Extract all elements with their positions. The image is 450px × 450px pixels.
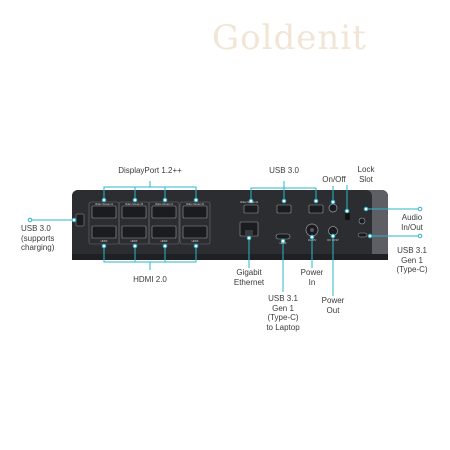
usb30-top-label: USB 3.0	[269, 166, 299, 175]
watermark-logo: Goldenit	[212, 18, 367, 58]
usb31-right-port	[357, 232, 368, 238]
usb30-charging-port	[75, 213, 85, 227]
video-stream-c-label: Video Stream C	[155, 202, 173, 206]
video-stream-b-label: Video Stream B	[125, 202, 143, 206]
power-button	[328, 203, 338, 213]
audio-jack	[358, 217, 366, 225]
displayport-ports	[91, 205, 208, 219]
video-stream-e-label: Video Stream E	[240, 200, 258, 204]
power-in-text: 19-20V	[308, 238, 317, 242]
usb30-ports	[243, 204, 324, 214]
hdmi-e-label: HDMI	[280, 241, 287, 245]
usb31-laptop-port	[275, 233, 291, 240]
hdmi-label-4: HDMI	[192, 239, 199, 243]
lock-slot	[345, 213, 350, 220]
hdmi-label-2: HDMI	[131, 239, 138, 243]
hdmi-ports	[91, 225, 208, 239]
video-stream-d-label: Video Stream D	[186, 202, 204, 206]
power-out-text: DC 19.5V	[327, 238, 339, 242]
video-stream-a-label: Video Stream A	[95, 202, 113, 206]
onoff-label: On/Off	[322, 175, 346, 184]
hdmi-label-1: HDMI	[101, 239, 108, 243]
displayport-label: DisplayPort 1.2++	[118, 166, 182, 175]
hdmi-label: HDMI 2.0	[133, 275, 167, 284]
hdmi-label-3: HDMI	[161, 239, 168, 243]
